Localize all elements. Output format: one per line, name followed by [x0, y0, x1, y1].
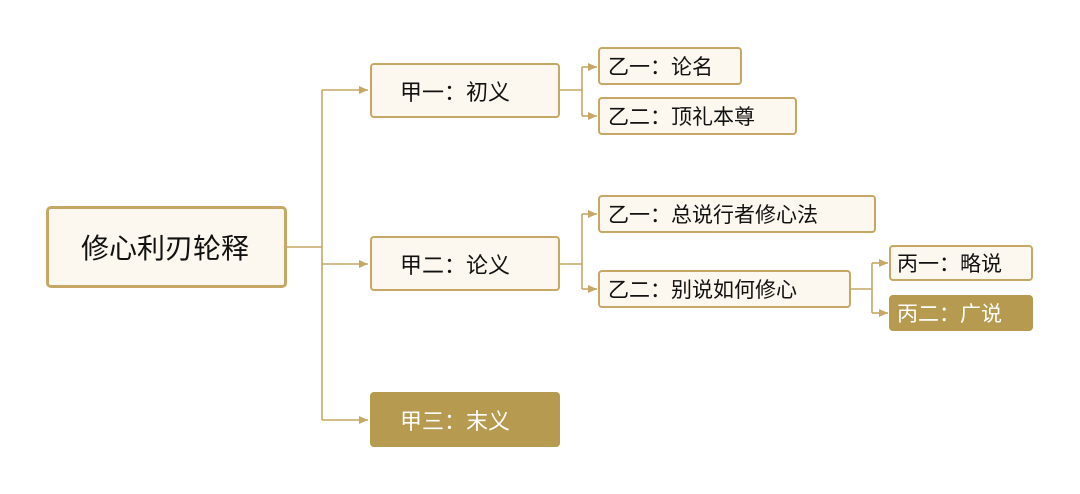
node-yi-1-2-label: 乙二：顶礼本尊: [608, 105, 755, 129]
node-jia2[interactable]: 甲二：论义: [370, 236, 560, 291]
root-node[interactable]: 修心利刃轮释: [46, 206, 287, 288]
node-yi-1-2[interactable]: 乙二：顶礼本尊: [598, 97, 797, 135]
node-jia1[interactable]: 甲一：初义: [370, 63, 560, 118]
node-jia3-label: 甲三：末义: [400, 409, 511, 435]
node-bing1-label: 丙一：略说: [897, 252, 1002, 276]
node-bing1[interactable]: 丙一：略说: [889, 245, 1033, 281]
node-jia2-label: 甲二：论义: [400, 253, 511, 279]
node-yi-2-2[interactable]: 乙二：别说如何修心: [598, 270, 851, 308]
node-yi-2-1[interactable]: 乙一：总说行者修心法: [598, 195, 876, 233]
node-jia3[interactable]: 甲三：末义: [370, 392, 560, 447]
root-label: 修心利刃轮释: [81, 232, 250, 265]
node-jia1-label: 甲一：初义: [400, 80, 511, 106]
node-yi-1-1[interactable]: 乙一：论名: [598, 47, 742, 85]
node-yi-2-2-label: 乙二：别说如何修心: [608, 278, 797, 302]
node-bing2-label: 丙二：广说: [897, 302, 1002, 326]
node-yi-1-1-label: 乙一：论名: [608, 55, 713, 79]
node-bing2[interactable]: 丙二：广说: [889, 295, 1033, 331]
node-yi-2-1-label: 乙一：总说行者修心法: [608, 203, 818, 227]
